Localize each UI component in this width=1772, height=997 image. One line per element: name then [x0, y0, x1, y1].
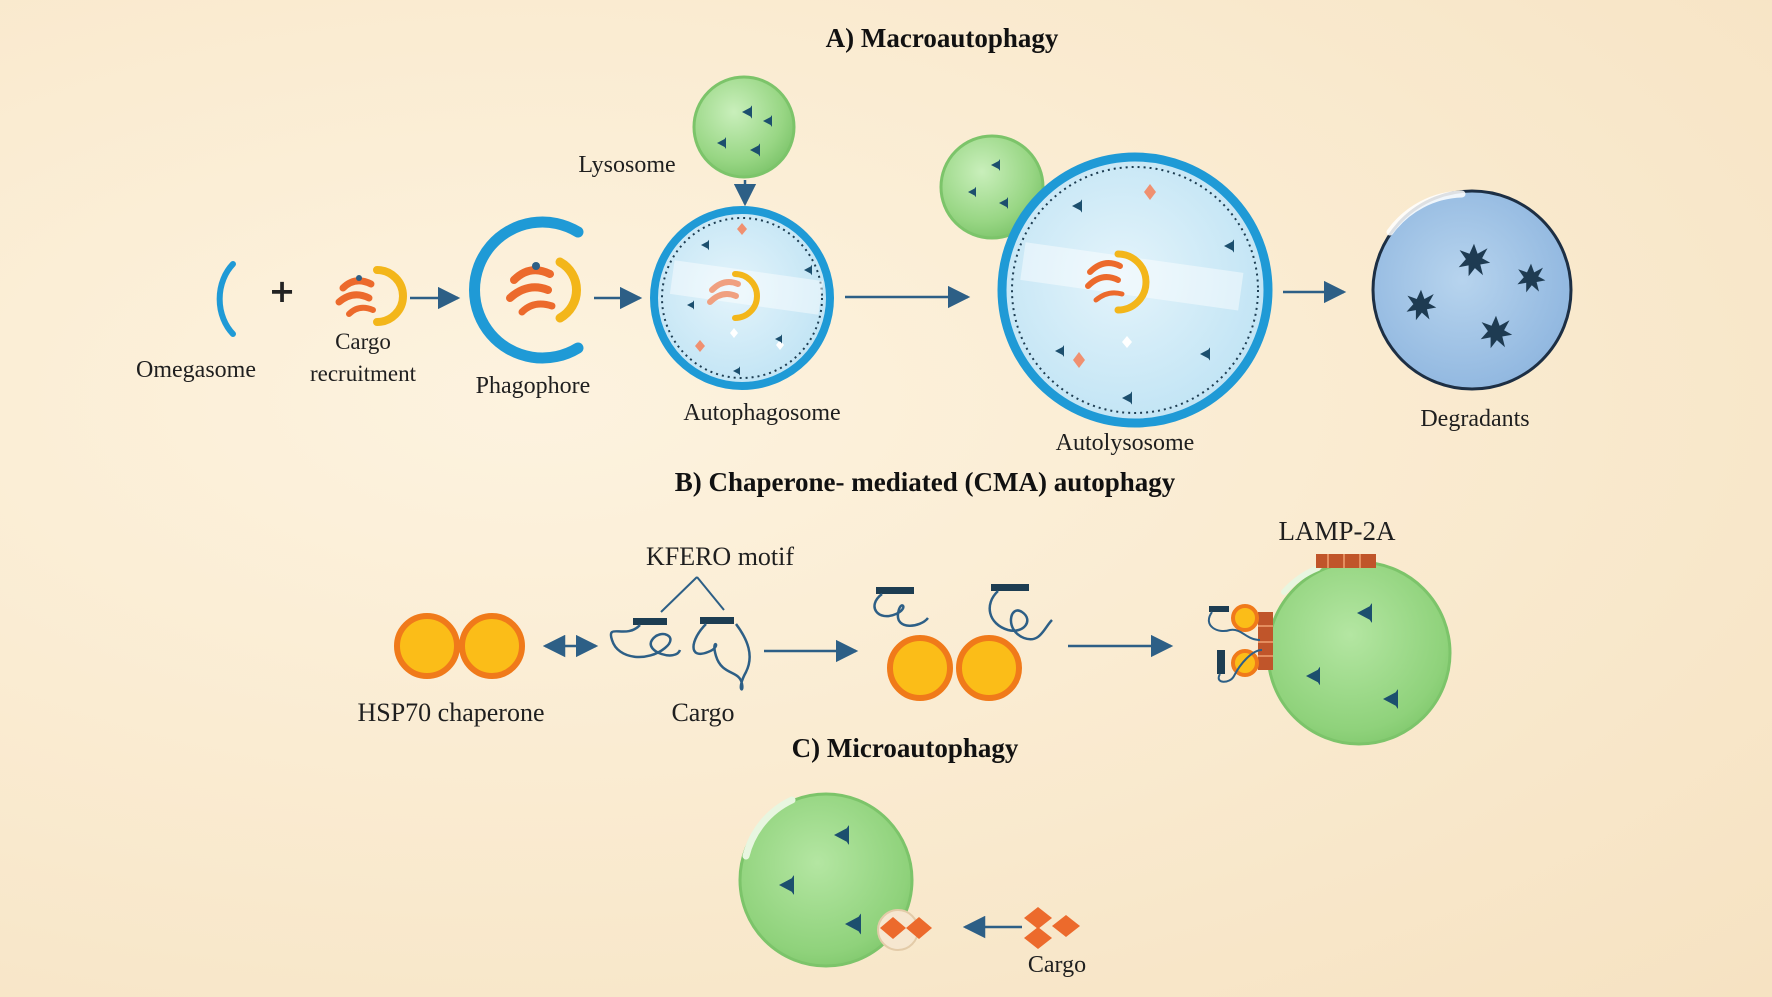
micro-cargo-label: Cargo: [1028, 952, 1086, 978]
cma-cargo-proteins: [609, 617, 751, 691]
micro-engulfed-cargo: [880, 917, 932, 939]
autolysosome-label: Autolysosome: [1056, 430, 1195, 456]
cargo-hsp70-complex: [873, 584, 1053, 701]
hsp70-chaperone-label: HSP70 chaperone: [357, 698, 544, 727]
cargo-recruitment-icon: [335, 266, 407, 326]
plus-sign: +: [269, 272, 296, 310]
fusing-lysosome: [939, 134, 1045, 240]
autolysosome: [939, 134, 1273, 428]
phagophore: [469, 216, 584, 364]
lamp2a-receptor-top: [1316, 554, 1376, 568]
degradants-vesicle: [1371, 189, 1573, 391]
micro-cargo: [1024, 907, 1080, 949]
cargo-recruitment-label-line1: Cargo: [335, 329, 391, 354]
cma-lysosome: [1266, 560, 1452, 746]
degradants-label: Degradants: [1420, 406, 1529, 432]
cma-title: B) Chaperone- mediated (CMA) autophagy: [675, 467, 1176, 497]
hsp70-chaperone-pair: [394, 613, 525, 679]
macroautophagy-title: A) Macroautophagy: [826, 23, 1059, 53]
kfero-motif-label: KFERO motif: [646, 542, 794, 571]
autophagosome-label: Autophagosome: [683, 400, 840, 426]
omegasome-label: Omegasome: [136, 357, 256, 383]
microautophagy-title: C) Microautophagy: [792, 733, 1019, 763]
lysosome-label: Lysosome: [578, 152, 675, 178]
autophagosome: [650, 206, 834, 390]
lysosome-top: [692, 75, 796, 179]
omegasome-membrane: [216, 261, 236, 337]
lamp2a-label: LAMP-2A: [1278, 516, 1396, 546]
micro-lysosome: [738, 792, 919, 968]
cma-cargo-label: Cargo: [671, 698, 734, 727]
phagophore-label: Phagophore: [476, 373, 591, 399]
lamp2a-bound-complex: [1207, 604, 1273, 683]
kfero-pointer-lines: [660, 576, 725, 613]
cargo-recruitment-label-line2: recruitment: [310, 361, 417, 386]
